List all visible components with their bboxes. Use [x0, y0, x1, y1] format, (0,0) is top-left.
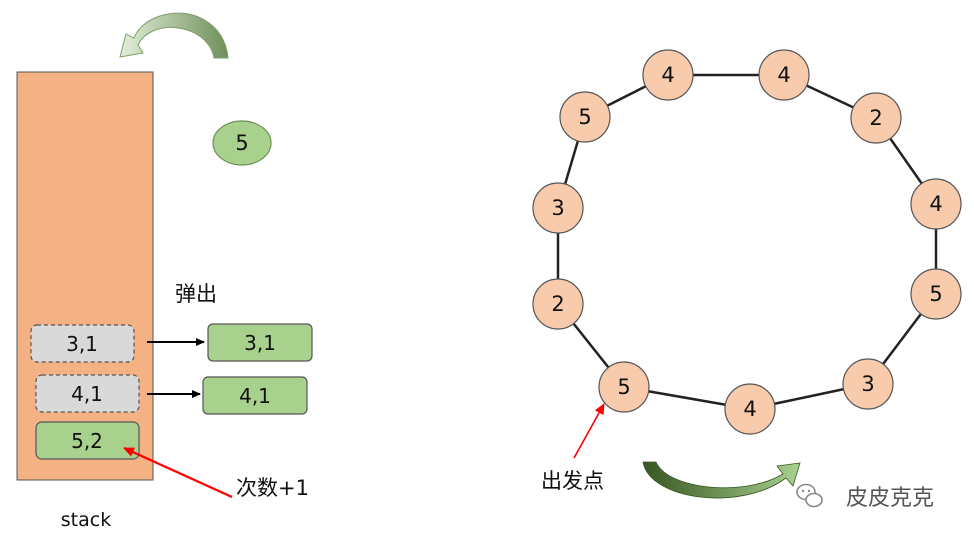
ring-node-label: 5	[929, 282, 942, 306]
ring-node-label: 4	[777, 63, 790, 87]
stack-label: stack	[61, 509, 111, 531]
stack-container	[16, 71, 154, 481]
ring-node-label: 4	[661, 63, 674, 87]
popped-entry-label: 3,1	[244, 331, 276, 355]
ring-node	[758, 49, 810, 101]
popped-entry	[202, 376, 308, 415]
stack-entry	[30, 324, 135, 363]
ring-node-label: 3	[861, 372, 874, 396]
counter-label: 次数+1	[236, 476, 309, 500]
ring-nodes: 5 4 3 2 3 5 4 4 2 4 5	[532, 49, 962, 435]
cycle-arrow-icon	[119, 12, 229, 59]
ring-node	[910, 178, 962, 230]
ring-node	[559, 91, 611, 143]
stack-entry-label: 5,2	[71, 429, 103, 453]
popped-entry	[207, 323, 313, 362]
ring-node-label: 3	[551, 196, 564, 220]
ring-node	[532, 182, 584, 234]
direction-arrow-icon	[642, 461, 801, 499]
popped-entry-label: 4,1	[239, 384, 271, 408]
counter-arrow	[123, 446, 233, 499]
stack-entry	[35, 421, 140, 460]
ring-node	[910, 268, 962, 320]
ring-node-label: 2	[869, 106, 882, 130]
ring-node	[598, 361, 650, 413]
stack-entry	[35, 374, 140, 413]
ring-node-label: 2	[551, 292, 564, 316]
ring-node-label: 4	[743, 397, 756, 421]
start-label: 出发点	[541, 469, 604, 493]
watermark-text: 皮皮克克	[846, 486, 934, 511]
ring-node	[842, 358, 894, 410]
stack-entry-label: 3,1	[66, 332, 98, 356]
ring-node-label: 4	[929, 192, 942, 216]
wechat-icon	[796, 483, 823, 508]
ring-node-label: 5	[578, 105, 591, 129]
ring-node	[724, 383, 776, 435]
ring-node	[532, 278, 584, 330]
stack-entry-label: 4,1	[71, 382, 103, 406]
ring-node	[642, 49, 694, 101]
popped-label: 弹出	[175, 282, 217, 306]
ring-node	[850, 92, 902, 144]
ring-node-label: 5	[617, 375, 630, 399]
stack-top-element-label: 5	[235, 131, 248, 155]
start-arrow	[573, 403, 605, 459]
stack-top-element	[212, 120, 272, 166]
